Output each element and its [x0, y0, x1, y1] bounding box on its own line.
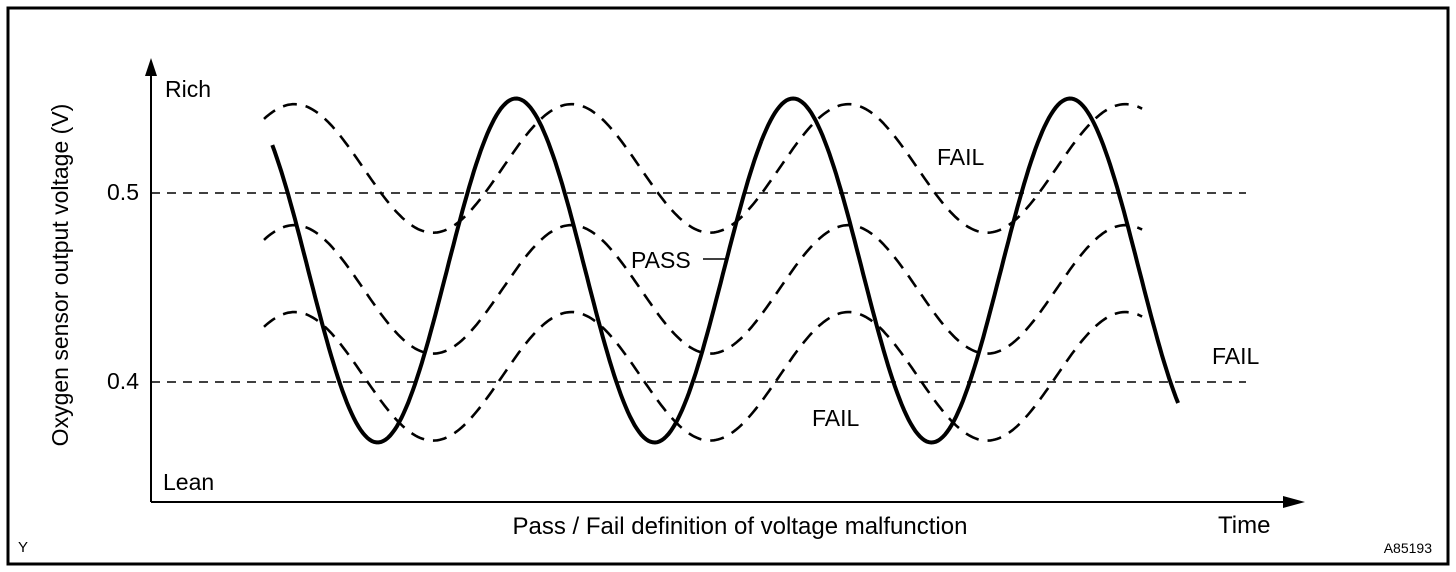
figure-id: A85193 — [1384, 540, 1432, 556]
fail-band-lower-curve — [263, 310, 1143, 442]
pass-curve — [270, 96, 1180, 445]
figure-border — [6, 6, 1450, 566]
fail-label-bottom: FAIL — [812, 405, 860, 431]
fail-label-top: FAIL — [937, 144, 985, 170]
fail-band-middle-curve — [263, 223, 1143, 355]
x-axis-title: Time — [1218, 512, 1270, 539]
x-axis-arrow — [1283, 496, 1305, 508]
ytick-0.5: 0.5 — [107, 179, 139, 205]
fail-label-right: FAIL — [1212, 343, 1260, 369]
y-axis-arrow — [145, 58, 157, 76]
fail-band-upper-curve — [263, 102, 1143, 235]
rich-label: Rich — [165, 76, 211, 102]
ytick-0.4: 0.4 — [107, 368, 139, 394]
y-axis-title: Oxygen sensor output voltage (V) — [47, 104, 73, 447]
corner-code-left: Y — [18, 539, 28, 556]
chart-title: Pass / Fail definition of voltage malfun… — [513, 513, 968, 540]
pass-label: PASS — [631, 247, 691, 273]
lean-label: Lean — [163, 469, 214, 495]
